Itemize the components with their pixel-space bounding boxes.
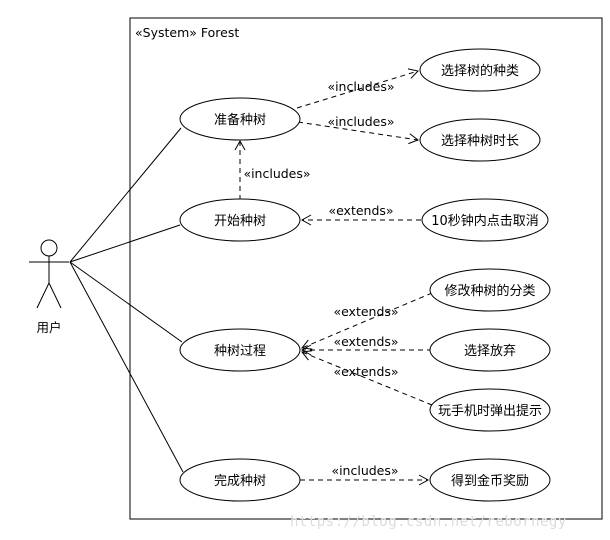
use-case-choose-duration <box>419 118 541 162</box>
association-process <box>69 261 183 343</box>
label-alert-process: «extends» <box>333 364 398 379</box>
actor-head <box>40 239 58 257</box>
system-title: «System» Forest <box>135 25 239 40</box>
use-case-reward <box>429 458 551 502</box>
use-case-give-up <box>429 328 551 372</box>
use-case-process-label: 种树过程 <box>214 344 266 359</box>
use-case-choose-type-label: 选择树的种类 <box>441 63 519 79</box>
actor-user <box>29 239 69 309</box>
use-case-phone-alert <box>429 388 551 432</box>
label-edit-process: «extends» <box>333 304 398 319</box>
association-start <box>69 224 181 263</box>
label-prepare-choose-type: «includes» <box>327 79 394 94</box>
dep-prepare-choose-duration <box>297 121 420 145</box>
use-case-phone-alert-label: 玩手机时弹出提示 <box>438 403 542 419</box>
use-case-start <box>179 198 301 242</box>
label-prepare-choose-duration: «includes» <box>327 114 394 129</box>
label-cancel-start: «extends» <box>328 203 393 218</box>
label-finish-reward: «includes» <box>331 463 398 478</box>
use-case-choose-duration-label: 选择种树时长 <box>441 134 519 149</box>
association-prepare <box>69 127 182 263</box>
label-start-prepare: «includes» <box>243 166 310 181</box>
use-case-choose-type <box>419 48 541 92</box>
use-case-give-up-label: 选择放弃 <box>464 344 516 359</box>
actor-label: 用户 <box>36 320 61 335</box>
actor-right-leg <box>48 282 62 309</box>
use-case-finish <box>179 458 301 502</box>
dep-prepare-choose-type <box>296 68 419 109</box>
actor-left-leg <box>36 282 50 309</box>
label-giveup-process: «extends» <box>333 334 398 349</box>
use-case-prepare-label: 准备种树 <box>214 112 266 128</box>
use-case-edit-category-label: 修改种树的分类 <box>444 283 535 299</box>
use-case-edit-category <box>429 268 551 312</box>
use-case-finish-label: 完成种树 <box>214 474 266 489</box>
use-case-start-label: 开始种树 <box>214 214 266 229</box>
system-boundary <box>129 17 603 520</box>
use-case-cancel-label: 10秒钟内点击取消 <box>431 213 539 229</box>
use-case-prepare <box>179 97 301 141</box>
watermark: https://blog.csdn.net/rebornegy <box>290 514 567 530</box>
association-finish <box>69 261 184 473</box>
use-case-cancel <box>421 198 549 242</box>
use-case-process <box>179 328 301 372</box>
use-case-reward-label: 得到金币奖励 <box>451 473 529 489</box>
dep-edit-process <box>301 292 433 350</box>
